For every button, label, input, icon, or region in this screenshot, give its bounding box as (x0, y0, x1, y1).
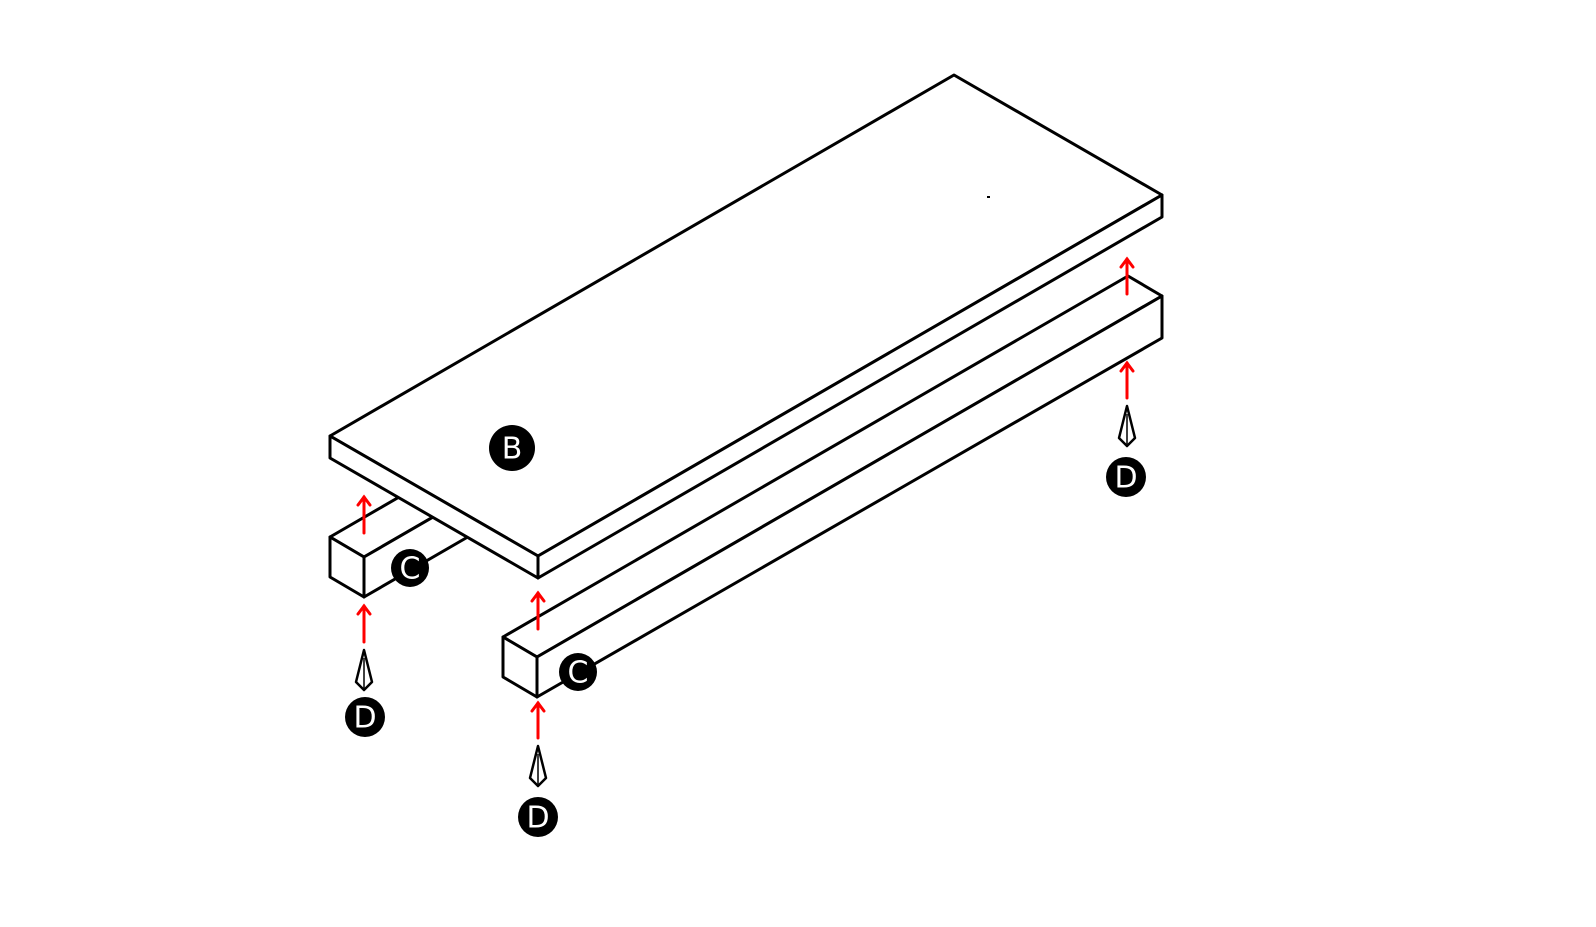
svg-text:C: C (568, 656, 589, 691)
arrow-up-icon (356, 603, 372, 644)
batten-front (501, 274, 1164, 699)
svg-text:C: C (400, 552, 421, 587)
arrow-up-icon (1119, 256, 1135, 296)
label-badge-d-right: D (1106, 457, 1146, 497)
board-b (328, 73, 1164, 580)
assembly-arrows (356, 256, 1135, 740)
nail-icon (528, 744, 548, 788)
label-badge-c-left: C (391, 549, 429, 587)
arrow-up-icon (530, 700, 546, 740)
svg-text:B: B (502, 432, 523, 467)
speck-mark (987, 196, 990, 198)
label-badge-d-front: D (518, 797, 558, 837)
svg-text:D: D (526, 801, 549, 836)
arrow-up-icon (530, 590, 546, 631)
svg-text:D: D (1114, 461, 1137, 496)
label-badge-b: B (489, 425, 535, 471)
arrow-up-icon (356, 494, 372, 535)
label-badge-d-left: D (345, 697, 385, 737)
label-badge-c-front: C (559, 653, 597, 691)
nail-icon (354, 648, 374, 692)
nail-icon (1117, 404, 1137, 448)
svg-text:D: D (353, 701, 376, 736)
arrow-up-icon (1119, 360, 1135, 400)
